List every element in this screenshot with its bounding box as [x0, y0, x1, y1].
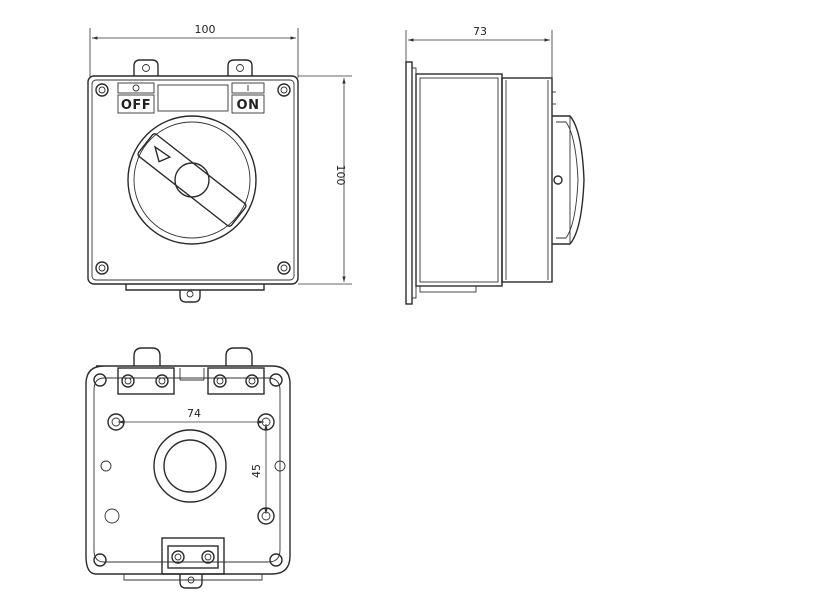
rear-hole-spacing-vertical: 45 — [250, 424, 268, 514]
rear-view: 74 45 — [85, 347, 291, 589]
rear-hole-spacing-h-label: 74 — [187, 407, 201, 420]
front-height-dimension: 100 — [298, 75, 352, 285]
on-label: ON — [237, 98, 260, 113]
side-depth-dimension: 73 — [405, 25, 553, 110]
front-width-label: 100 — [195, 23, 216, 36]
rear-hole-spacing-v-label: 45 — [250, 464, 263, 478]
off-label: OFF — [121, 98, 151, 113]
rear-hole-spacing-horizontal: 74 — [118, 407, 264, 424]
front-view: 100 100 — [87, 23, 352, 303]
rear-bottom-terminal — [161, 537, 225, 589]
rotary-knob — [127, 115, 257, 245]
on-label-plate: ON — [231, 82, 265, 114]
name-plate — [157, 84, 229, 112]
front-height-label: 100 — [334, 165, 347, 186]
off-label-plate: OFF — [117, 82, 155, 114]
front-corner-screws — [95, 83, 291, 275]
rear-top-left-terminal — [117, 347, 175, 395]
side-depth-label: 73 — [473, 25, 487, 38]
rear-top-right-terminal — [207, 347, 265, 395]
front-width-dimension: 100 — [89, 23, 299, 78]
side-view: 73 — [405, 25, 585, 305]
